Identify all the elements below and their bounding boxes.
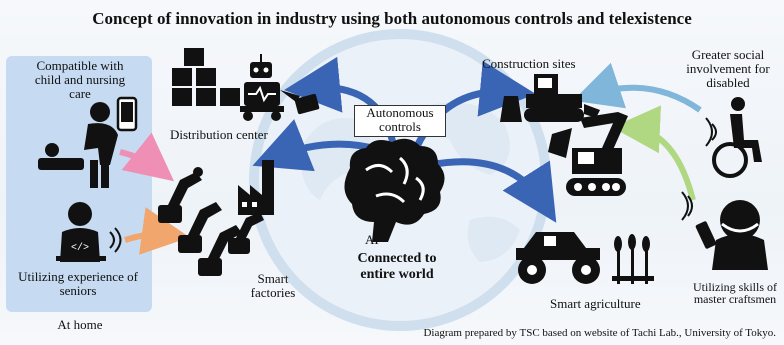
arrow-to-agriculture: [429, 158, 557, 223]
diagram-title: Concept of innovation in industry using …: [92, 9, 692, 28]
wheat-icon: [612, 234, 654, 284]
label-childcare: Compatible with child and nursing care: [34, 58, 126, 101]
distribution-robot-icon: [240, 54, 320, 121]
label-craftsmen: Utilizing skills of master craftsmen: [693, 280, 777, 306]
bulldozer-icon: [500, 74, 600, 122]
label-agriculture: Smart agriculture: [550, 296, 641, 311]
label-home: At home: [57, 317, 103, 332]
label-factories: Smart factories: [250, 271, 296, 300]
excavator-icon: [548, 112, 628, 196]
label-seniors: Utilizing experience of seniors: [18, 269, 138, 298]
caregiver-icon: [38, 96, 138, 188]
brain-icon: [344, 138, 445, 242]
svg-text:</>: </>: [71, 242, 89, 254]
label-autonomous-box: Autonomous controls: [354, 105, 446, 137]
label-connected: Connected to entire world: [357, 251, 437, 282]
boxes-icon: [172, 48, 240, 106]
robot-arm-icon: [158, 167, 264, 276]
arrow-seniors: [124, 207, 190, 255]
monster-truck-icon: [516, 232, 600, 284]
laptop-worker-icon: </>: [56, 202, 122, 262]
label-distribution: Distribution center: [170, 127, 268, 142]
arrow-craftsmen: [612, 105, 696, 201]
label-disabled: Greater social involvement for disabled: [686, 47, 770, 90]
label-ai: AI: [365, 232, 379, 247]
factory-icon: [238, 160, 274, 215]
arrow-disabled: [572, 62, 702, 113]
arrow-to-construction: [408, 60, 536, 160]
craftsman-headset-icon: [681, 191, 768, 270]
credit-note: Diagram prepared by TSC based on website…: [423, 327, 776, 339]
arrow-childcare: [119, 132, 175, 182]
label-construction: Construction sites: [482, 56, 576, 71]
wheelchair-icon: [705, 97, 762, 178]
